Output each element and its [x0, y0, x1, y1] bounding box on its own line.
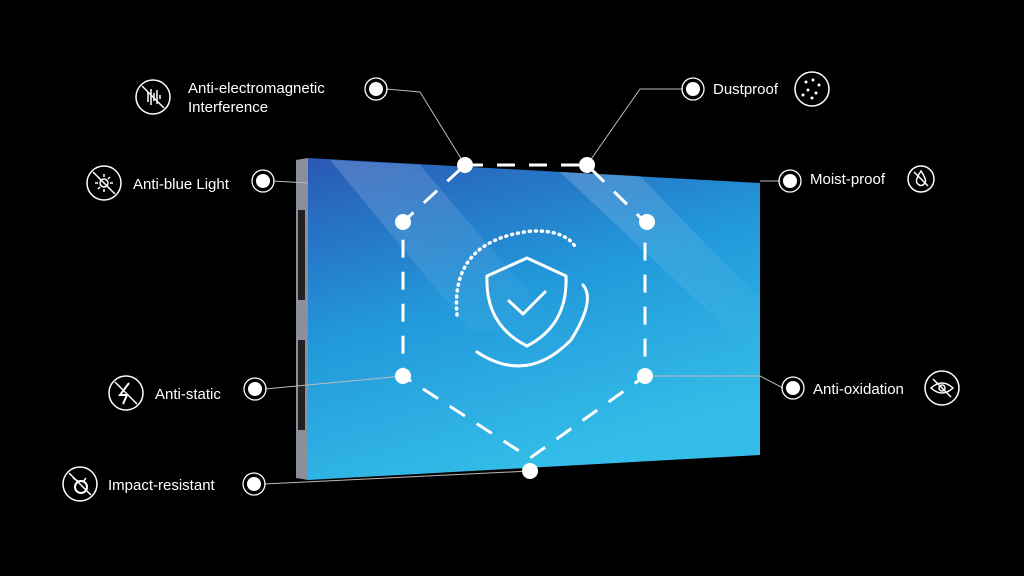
feature-label-anti-blue-light: Anti-blue Light	[133, 176, 230, 193]
feature-label-anti-static: Anti-static	[155, 386, 221, 403]
panel-streaks	[330, 160, 560, 330]
feature-label-moist-proof: Moist-proof	[810, 171, 886, 188]
panel-frame	[296, 158, 308, 480]
feature-label-anti-oxidation: Anti-oxidation	[813, 381, 904, 398]
feature-label-anti-emi-line2: Interference	[188, 99, 268, 116]
no-eye-icon	[924, 370, 960, 406]
no-drop-icon	[907, 165, 935, 193]
impact-icon	[62, 466, 98, 502]
led-panel	[296, 158, 760, 480]
panel-frame-slot	[298, 340, 305, 430]
leader-lines	[263, 88, 784, 485]
lightning-icon	[108, 375, 144, 411]
feature-label-impact-resistant: Impact-resistant	[108, 477, 216, 494]
anchor-dots	[395, 157, 655, 479]
panel-frame-slot	[298, 210, 305, 300]
feature-label-anti-emi: Anti-electromagnetic	[188, 80, 325, 97]
no-wave-icon	[135, 79, 171, 115]
feature-label-dustproof: Dustproof	[713, 81, 779, 98]
label-dots	[242, 77, 805, 496]
no-light-icon	[86, 165, 122, 201]
panel-streaks	[560, 172, 760, 360]
dust-icon	[794, 71, 830, 107]
shield-check-icon	[454, 229, 589, 368]
shield-dashed-outline	[401, 163, 647, 460]
